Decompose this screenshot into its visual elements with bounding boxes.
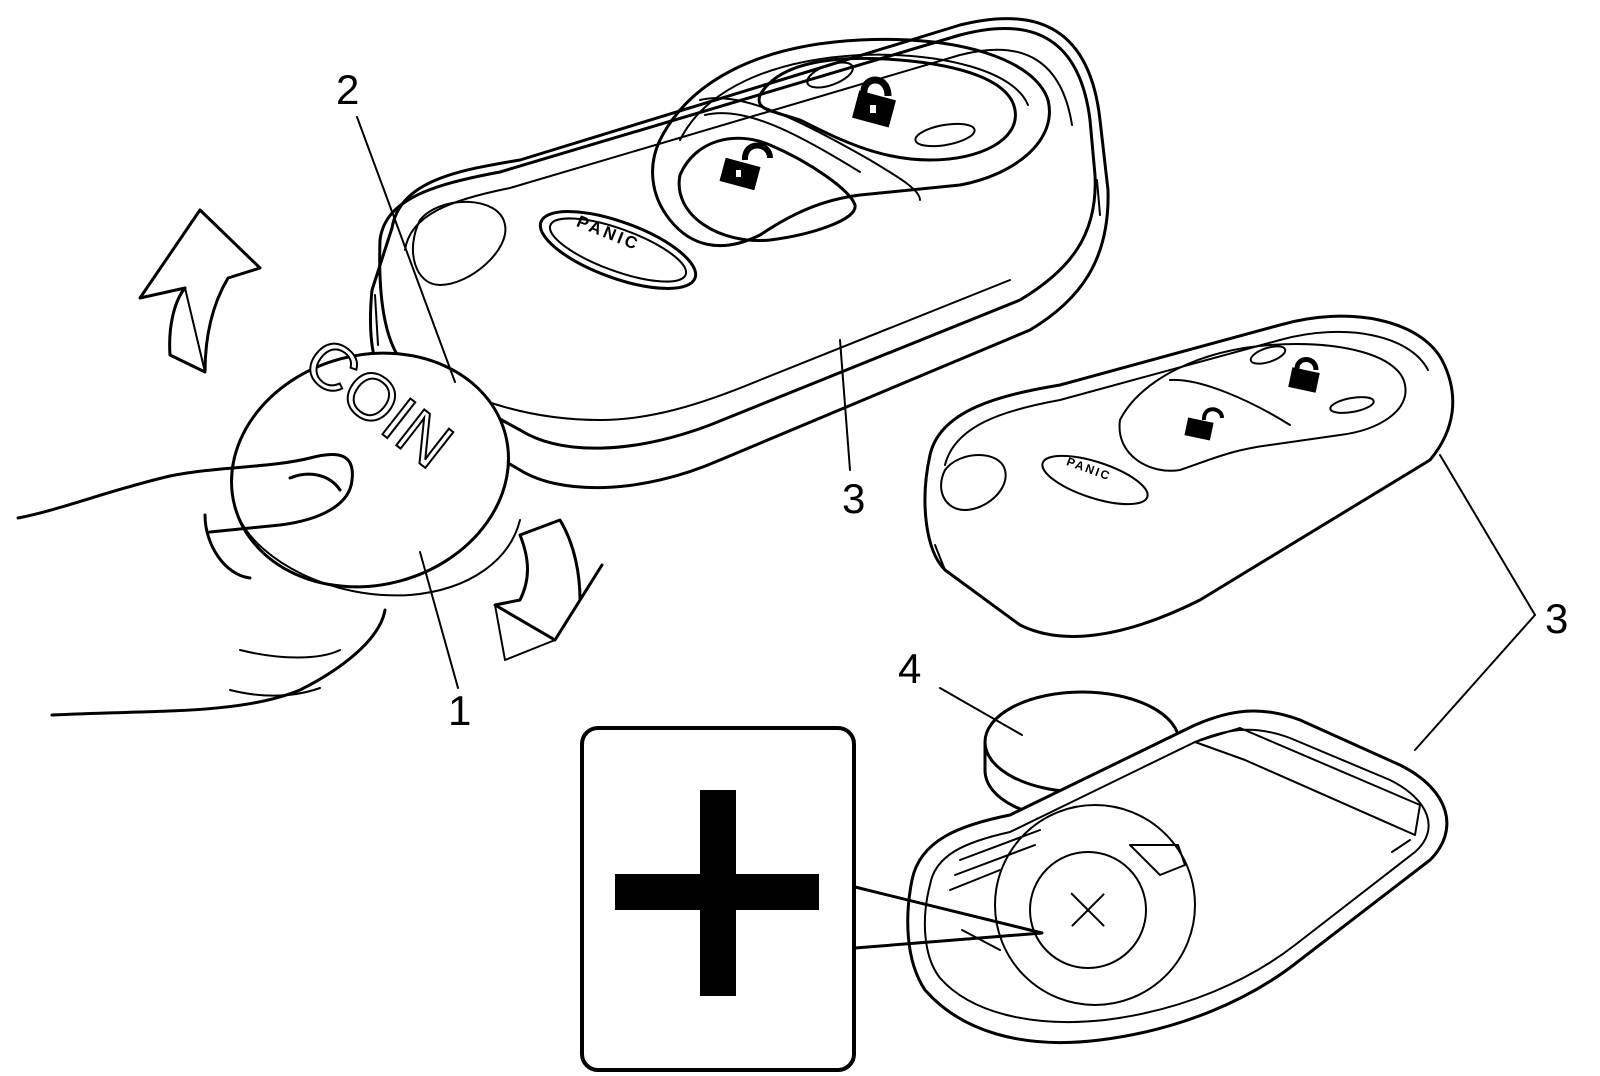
- oval-button-large: [411, 200, 507, 286]
- lock-button-cluster-large: [651, 37, 1051, 248]
- callout-1: 1: [448, 687, 471, 734]
- callout-3-right: 3: [1545, 595, 1568, 642]
- unlock-icon-large: [719, 142, 773, 191]
- callout-leaders: [356, 116, 1536, 751]
- callout-2: 2: [336, 66, 359, 113]
- key-fob-assembled: PANIC: [368, 17, 1110, 490]
- rotate-arrow-down-icon: [493, 518, 604, 661]
- rear-housing: [906, 709, 1449, 1044]
- lock-icon-small: [1288, 357, 1320, 393]
- callout-3-top: 3: [842, 475, 865, 522]
- polarity-inset: +: [580, 726, 1044, 1072]
- callout-4: 4: [898, 645, 921, 692]
- plus-sign-horizontal: [615, 874, 819, 910]
- lock-icon-large: [852, 76, 896, 128]
- front-cover-removed: PANIC: [923, 314, 1455, 638]
- hand: [16, 453, 387, 717]
- rotate-arrow-up-icon: [138, 208, 262, 374]
- unlock-icon-small: [1184, 407, 1224, 441]
